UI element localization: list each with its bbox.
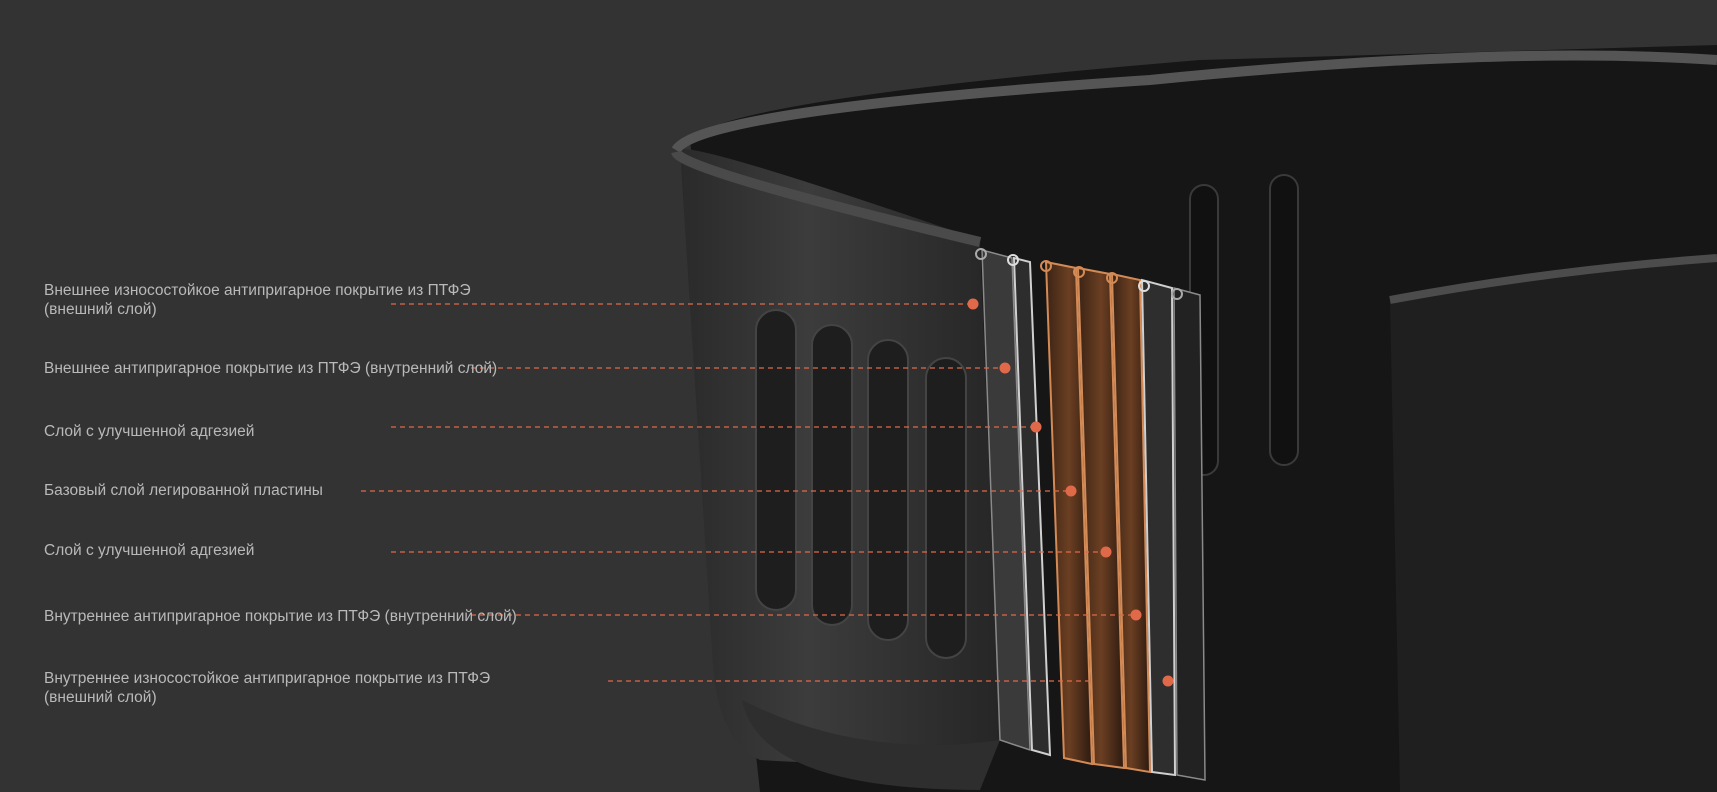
label-line: Слой с улучшенной адгезией <box>44 542 255 559</box>
label-line: Базовый слой легированной пластины <box>44 482 323 499</box>
layer-curl-icons <box>975 248 1183 300</box>
leader-lines <box>361 303 1136 682</box>
layer-label-inner-inner: Внутреннее антипригарное покрытие из ПТФ… <box>44 607 517 626</box>
leader-dots <box>967 298 1174 687</box>
pan-rim <box>671 50 1717 154</box>
layer-label-outer-inner: Внешнее антипригарное покрытие из ПТФЭ (… <box>44 359 497 378</box>
layer-label-inner-wear-resistant: Внутреннее износостойкое антипригарное п… <box>44 669 490 707</box>
label-line: Слой с улучшенной адгезией <box>44 423 255 440</box>
label-line: (внешний слой) <box>44 689 157 706</box>
label-line: (внешний слой) <box>44 301 157 318</box>
label-line: Внутреннее износостойкое антипригарное п… <box>44 670 491 687</box>
label-line: Внешнее антипригарное покрытие из ПТФЭ (… <box>44 360 498 377</box>
label-line: Внешнее износостойкое антипригарное покр… <box>44 282 471 299</box>
wall-slots <box>755 309 967 659</box>
label-line: Внутреннее антипригарное покрытие из ПТФ… <box>44 608 517 625</box>
layer-label-adhesion-1: Слой с улучшенной адгезией <box>44 422 254 441</box>
layer-label-adhesion-2: Слой с улучшенной адгезией <box>44 541 254 560</box>
pan-right-wall <box>1390 258 1717 792</box>
layer-strips <box>981 249 1206 781</box>
layer-label-base-alloy: Базовый слой легированной пластины <box>44 481 323 500</box>
layer-label-outer-wear-resistant: Внешнее износостойкое антипригарное покр… <box>44 281 471 319</box>
